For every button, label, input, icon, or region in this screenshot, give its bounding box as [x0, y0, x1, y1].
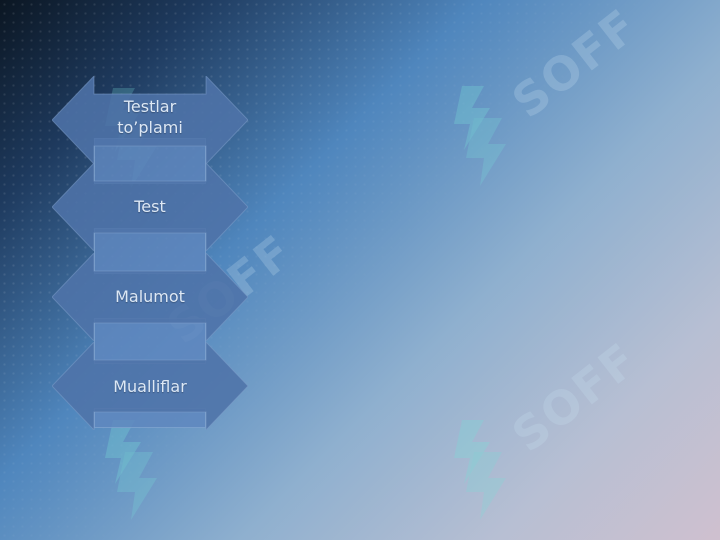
watermark: SOFF [444, 0, 654, 218]
watermark: SOFF [95, 224, 305, 540]
watermark-text: SOFF [502, 331, 649, 463]
watermark-logo-icon [454, 420, 506, 520]
menu-button-label: Test [134, 197, 166, 216]
watermark-text: SOFF [502, 0, 649, 129]
menu-button-label: Malumot [115, 287, 185, 306]
menu-button-malumot[interactable]: Malumot [52, 253, 248, 341]
menu-button-label: Testlar to’plami [117, 97, 183, 137]
double-arrow-icon [52, 253, 248, 341]
double-arrow-icon [52, 163, 248, 251]
menu-button-mualliflar[interactable]: Mualliflar [52, 342, 248, 430]
menu-button-label: Mualliflar [113, 377, 187, 396]
menu-button-testlar-toplami[interactable]: Testlar to’plami [52, 76, 248, 164]
watermark-logo-icon [454, 86, 506, 186]
menu-button-test[interactable]: Test [52, 163, 248, 251]
watermark: SOFF [444, 332, 654, 540]
double-arrow-icon [52, 342, 248, 430]
double-arrow-icon [52, 76, 248, 164]
